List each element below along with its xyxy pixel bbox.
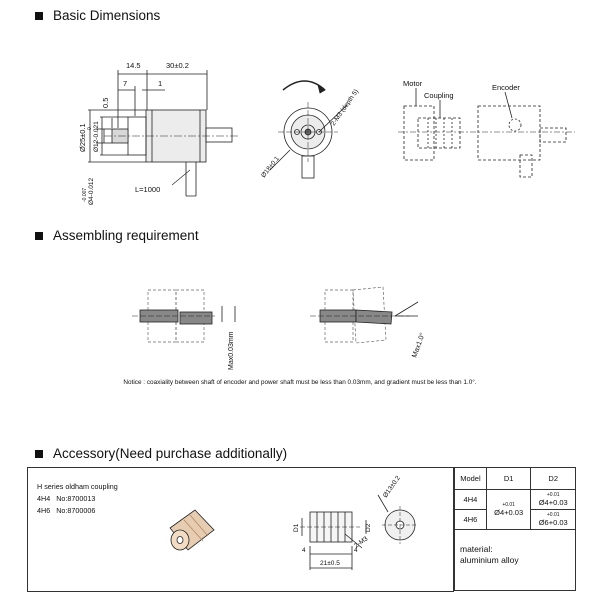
accessory-line1: H series oldham coupling [37,482,118,491]
dim-d1: D1 [293,523,300,532]
dim-d2: D2 [365,523,372,532]
section-basic-dimensions: Basic Dimensions [35,8,160,23]
cable [185,162,197,197]
material: material: aluminium alloy [460,544,519,566]
number-4h6: No:8700006 [56,506,96,515]
bullet-square-icon [35,449,43,458]
dim-d25: Ø25±0.1 [78,123,87,152]
spec-table: Model D1 D2 4H4 +0.01 Ø4+0.03 +0.01 Ø4+0… [454,467,576,591]
cable-length: L=1000 [135,185,160,194]
row-model: 4H4 [454,489,487,510]
d2-value: Ø6+0.03 [538,518,568,527]
d2-tol: +0.01 [546,512,560,518]
material-value: aluminium alloy [460,555,519,565]
d1-value: Ø4+0.03 [494,508,524,517]
dim-7: 7 [123,79,127,88]
label-coupling: Coupling [424,91,454,100]
section-title: Basic Dimensions [53,8,161,23]
model-4h4: 4H4 [37,494,51,503]
section-title: Accessory(Need purchase additionally) [53,446,288,461]
model-4h6: 4H6 [37,506,51,515]
max-angle-label: Max1.0° [410,332,426,359]
dim-30: 30±0.2 [166,61,189,70]
d1-tol: +0.01 [502,502,515,508]
dim-m3-depth: 2-M3 (depth 5) [330,88,360,127]
header-model: Model [454,467,487,490]
row-model: 4H6 [454,509,487,530]
material-cell [454,529,576,591]
dim-0-5: 0.5 [101,98,110,108]
section-title: Assembling requirement [53,228,199,243]
motor-outline [403,105,435,161]
header-d2: D2 [530,467,576,490]
d2-tol: +0.01 [546,492,560,498]
header-d1: D1 [485,467,532,490]
section-accessory: Accessory(Need purchase additionally) [35,446,287,461]
material-label: material: [460,544,493,554]
bullet-square-icon [35,11,43,20]
accessory-box [27,467,454,592]
encoder-rear-stub [205,127,233,143]
assembling-drawing: Max0.03mm Max1.0° [132,286,427,370]
accessory-line3: 4H6 No:8700006 [37,506,95,515]
encoder-outline [477,105,541,161]
row-d2: +0.01 Ø6+0.03 [530,509,576,530]
coupling-outline [417,117,461,149]
basic-dimensions-drawing: 14.5 30±0.2 7 1 0.5 Ø25±0.1 Ø12-0.021 0 … [78,61,575,205]
coupling-drawing: Ø13±0.2 D1 D2 2-M3 4 4 21±0.5 [169,474,418,570]
section-assembling: Assembling requirement [35,228,199,243]
assembly-notice: Notice : coaxiality between shaft of enc… [123,379,477,386]
d2-value: Ø4+0.03 [538,498,568,507]
dim-4-left: 4 [302,547,306,554]
dim-d4: Ø4-0.012 [88,178,95,205]
dim-d4-top: -0.007 [82,188,88,202]
dim-d13: Ø13±0.2 [382,474,402,499]
dim-4-right: 4 [354,547,358,554]
d1-merged-cell: +0.01 Ø4+0.03 [485,489,532,530]
dim-d18: Ø18±0.1 [260,155,281,179]
label-motor: Motor [403,79,423,88]
max-coax-label: Max0.03mm [228,331,235,370]
dim-d12: Ø12-0.021 [93,121,100,152]
dim-1: 1 [158,79,162,88]
bullet-square-icon [35,231,43,240]
accessory-line2: 4H4 No:8700013 [37,494,95,503]
row-d2: +0.01 Ø4+0.03 [530,489,576,510]
dim-14-5: 14.5 [126,61,141,70]
label-encoder: Encoder [492,83,520,92]
number-4h4: No:8700013 [56,494,96,503]
dim-21: 21±0.5 [320,560,340,567]
dim-d12-top: 0 [87,127,93,130]
